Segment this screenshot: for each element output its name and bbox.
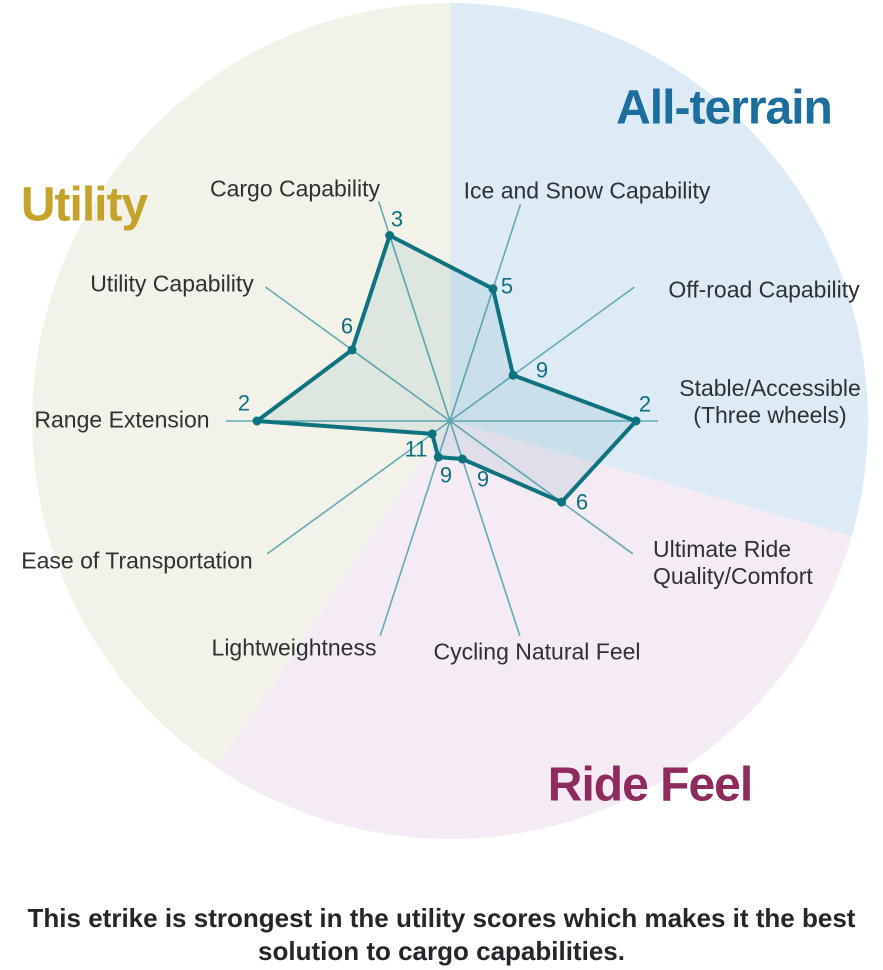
value-label-ultimate-ride-quality: 6 — [576, 490, 588, 515]
axis-label-line: Ease of Transportation — [21, 547, 253, 574]
data-point-ultimate-ride-quality — [557, 497, 567, 507]
group-title-ride-feel: Ride Feel — [547, 758, 753, 812]
axis-label-range-extension: Range Extension — [34, 407, 209, 434]
axis-label-line: Cycling Natural Feel — [433, 638, 641, 665]
data-point-utility-capability — [347, 345, 357, 355]
axis-label-off-road: Off-road Capability — [668, 277, 859, 304]
caption-line-1: This etrike is strongest in the utility … — [27, 903, 856, 933]
data-point-ice-and-snow — [488, 284, 498, 294]
value-label-off-road: 9 — [536, 358, 548, 383]
axis-label-line: Range Extension — [34, 406, 210, 433]
spoke-ultimate-ride-quality — [449, 420, 634, 555]
sector-all-terrain — [450, 3, 868, 537]
axis-label-line: (Three wheels) — [693, 402, 847, 428]
axis-label-line: Stable/Accessible — [679, 375, 861, 401]
axis-label-line: Cargo Capability — [209, 175, 381, 202]
data-point-lightweightness — [433, 452, 443, 462]
axis-label-line: Utility Capability — [90, 270, 254, 297]
data-point-ease-of-transportation — [427, 429, 437, 439]
axis-label-utility-capability: Utility Capability — [90, 271, 254, 298]
value-label-lightweightness: 9 — [440, 463, 452, 488]
caption: This etrike is strongest in the utility … — [0, 902, 883, 968]
value-label-cargo-capability: 3 — [391, 207, 403, 232]
axis-label-ease-of-transportation: Ease of Transportation — [21, 548, 252, 575]
axis-label-cycling-natural-feel: Cycling Natural Feel — [433, 639, 640, 666]
caption-line-2: solution to cargo capabilities. — [258, 936, 625, 966]
axis-label-ice-and-snow: Ice and Snow Capability — [464, 178, 711, 205]
axis-label-line: Off-road Capability — [668, 276, 860, 303]
axis-label-line: Ultimate Ride — [653, 536, 792, 562]
data-point-off-road — [508, 370, 518, 380]
data-point-cycling-natural-feel — [457, 454, 467, 464]
axis-label-line: Quality/Comfort — [653, 563, 813, 589]
axis-label-stable-accessible: Stable/Accessible(Three wheels) — [679, 375, 861, 429]
value-label-ease-of-transportation: 11 — [405, 437, 428, 462]
spoke-utility-capability — [265, 286, 451, 422]
value-label-utility-capability: 6 — [341, 314, 353, 339]
group-title-utility: Utility — [20, 178, 148, 232]
value-label-stable-accessible: 2 — [639, 392, 651, 417]
spoke-ease-of-transportation — [266, 420, 451, 555]
spoke-off-road — [449, 286, 635, 422]
group-title-all-terrain: All-terrain — [616, 81, 833, 135]
axis-label-lightweightness: Lightweightness — [212, 635, 377, 662]
data-point-cargo-capability — [385, 231, 395, 240]
value-label-range-extension: 2 — [238, 391, 250, 416]
data-point-stable-accessible — [631, 416, 641, 426]
data-point-range-extension — [252, 416, 262, 426]
axis-label-line: Lightweightness — [211, 634, 377, 661]
sector-ride-feel — [216, 421, 852, 839]
value-label-cycling-natural-feel: 9 — [477, 467, 489, 492]
spoke-ice-and-snow — [449, 203, 522, 422]
value-label-ice-and-snow: 5 — [501, 274, 513, 299]
axis-label-cargo-capability: Cargo Capability — [210, 176, 380, 203]
sector-utility — [32, 3, 450, 768]
axis-label-line: Ice and Snow Capability — [463, 177, 711, 204]
